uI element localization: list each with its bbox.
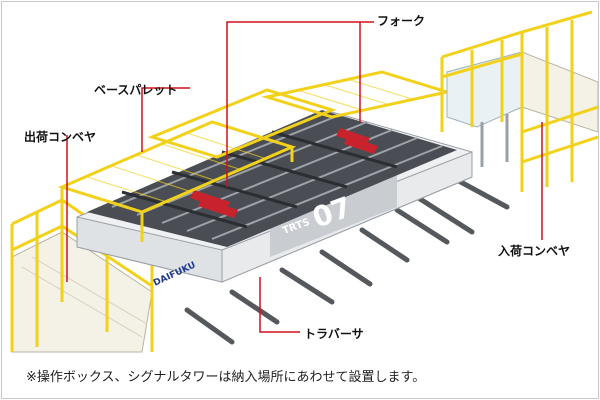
label-base-pallet: ベースパレット — [94, 83, 178, 97]
forks — [190, 128, 378, 218]
top-guard-mesh — [86, 78, 413, 203]
inbound-railing — [440, 10, 598, 192]
label-fork: フォーク — [377, 14, 426, 28]
inbound-conveyor-legs — [480, 114, 509, 167]
floor-rails — [184, 177, 510, 345]
leader-lines — [66, 21, 543, 333]
label-outbound-conveyor: 出荷コンベヤ — [24, 130, 97, 144]
label-traverser: トラバーサ — [304, 327, 364, 341]
label-inbound-conveyor: 入荷コンベヤ — [498, 244, 571, 258]
footnote: ※操作ボックス、シグナルタワーは納入場所にあわせて設置します。 — [26, 370, 426, 385]
